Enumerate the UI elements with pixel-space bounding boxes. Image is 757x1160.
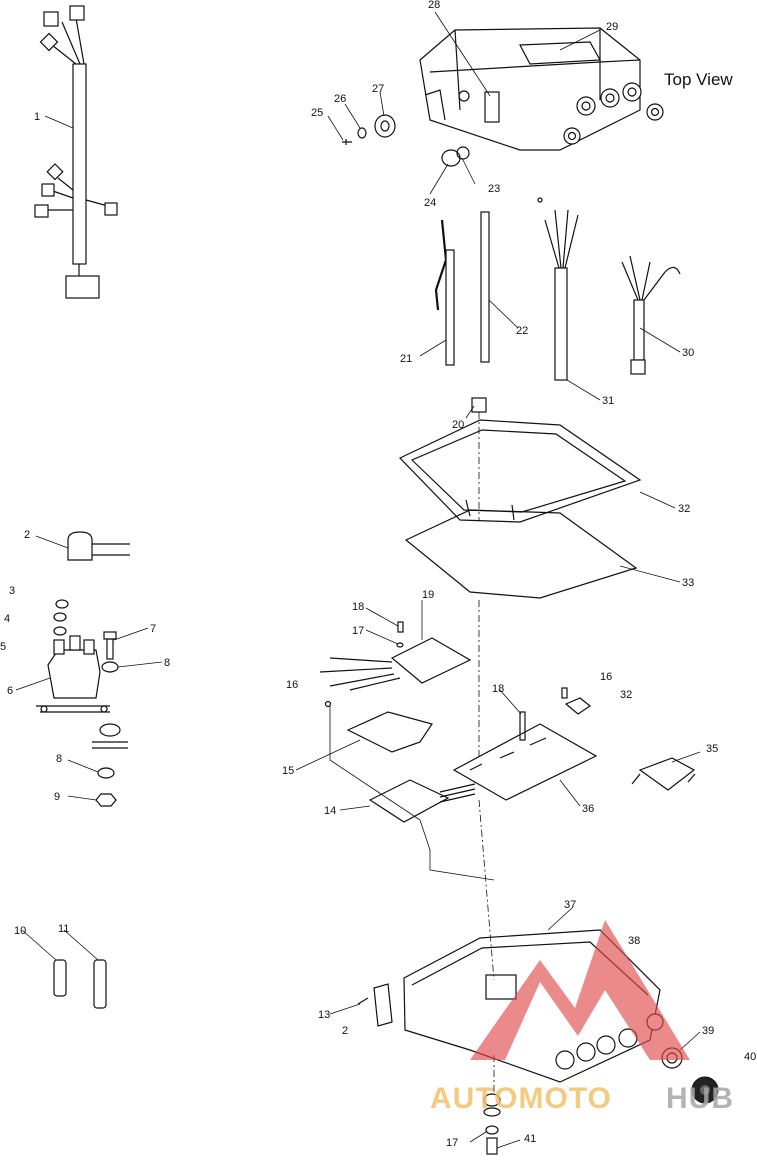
screw-25 [342, 139, 352, 145]
screw-18-upper [397, 621, 404, 633]
watermark-text-auto: AUTOMOTO [430, 1082, 612, 1115]
spacer [92, 723, 128, 749]
part-label-25: 25 [311, 107, 323, 119]
part-label-15: 15 [282, 765, 294, 777]
knob-40 [691, 1076, 719, 1104]
part-label-32-small: 32 [620, 689, 632, 701]
washer-17-bottom [485, 1125, 499, 1135]
part-label-5: 5 [0, 641, 6, 653]
harness-31 [537, 197, 579, 381]
part-label-19: 19 [422, 589, 434, 601]
part-label-14: 14 [324, 805, 336, 817]
automotohub-watermark: AUTOMOTO HUB [430, 920, 734, 1115]
part-label-41: 41 [524, 1133, 536, 1145]
part-label-2-lower: 2 [342, 1025, 348, 1037]
bolt-7 [103, 631, 117, 660]
nut-9 [95, 793, 117, 807]
part-label-3: 3 [9, 585, 15, 597]
top-view-label: Top View [664, 70, 733, 89]
part-label-18-upper: 18 [352, 601, 364, 613]
part-label-13: 13 [318, 1009, 330, 1021]
part-label-36: 36 [582, 803, 594, 815]
fuse-10 [53, 959, 67, 997]
part-label-24: 24 [424, 197, 436, 209]
part-label-23: 23 [488, 183, 500, 195]
part-label-38: 38 [628, 935, 640, 947]
bolt-41 [486, 1137, 498, 1155]
harness-30 [621, 255, 681, 375]
bracket-2-lower [373, 983, 393, 1027]
washer-8-lower [97, 767, 115, 779]
screw-16-left [324, 700, 332, 708]
part-label-9-lower: 9 [54, 791, 60, 803]
watermark-text-hub: HUB [666, 1082, 734, 1115]
part-label-7: 7 [150, 623, 156, 635]
part-label-39: 39 [702, 1025, 714, 1037]
part-label-29: 29 [606, 21, 618, 33]
cover-32 [398, 419, 642, 523]
assembly-centerlines [329, 412, 495, 1095]
module-19 [319, 637, 472, 691]
part-label-1: 1 [34, 111, 40, 123]
relay-35 [631, 757, 696, 791]
ring-23 [456, 146, 470, 160]
leader-lines [15, 11, 701, 1149]
part-label-33: 33 [682, 577, 694, 589]
part-label-4: 4 [4, 613, 10, 625]
top-view-housing [419, 27, 664, 151]
part-label-10: 10 [14, 925, 26, 937]
bracket-15 [346, 711, 433, 753]
grommet-27 [374, 114, 396, 138]
circuit-board-36 [452, 723, 598, 801]
part-label-2: 2 [24, 529, 30, 541]
part-label-30: 30 [682, 347, 694, 359]
clip-13 [357, 997, 369, 1005]
wire-harness-1 [34, 5, 118, 299]
part-label-32: 32 [678, 503, 690, 515]
solenoid-6 [36, 635, 110, 713]
spacer-17-bottom [483, 1093, 501, 1117]
part-label-18-lower: 18 [492, 683, 504, 695]
part-label-17-upper: 17 [352, 625, 364, 637]
washer-4 [53, 612, 67, 622]
cable-22 [480, 211, 490, 363]
part-label-27: 27 [372, 83, 384, 95]
bracket-32-small [564, 697, 592, 715]
part-label-22: 22 [516, 325, 528, 337]
washer-5 [53, 626, 67, 636]
part-label-11: 11 [58, 923, 69, 935]
watermark-logo-icon [470, 920, 690, 1060]
fuse-11 [93, 959, 107, 1009]
nut-3 [55, 599, 69, 609]
part-label-16-left: 16 [286, 679, 298, 691]
part-label-20: 20 [452, 419, 464, 431]
module-14 [368, 779, 476, 823]
part-label-26: 26 [334, 93, 346, 105]
part-label-40: 40 [744, 1051, 756, 1063]
cable-end-2 [67, 531, 130, 561]
part-label-8-lower: 8 [56, 753, 62, 765]
screw-18-lower [519, 711, 526, 741]
part-label-8-upper: 8 [164, 657, 170, 669]
washer-26 [357, 127, 367, 139]
part-label-21: 21 [400, 353, 412, 365]
washer-17-upper [396, 642, 404, 648]
part-label-16-right: 16 [600, 671, 612, 683]
washer-8-upper [101, 661, 119, 673]
spacer-20 [471, 397, 487, 413]
part-label-17-bottom: 17 [446, 1137, 458, 1149]
screw-16-right [561, 687, 568, 699]
gasket-33 [404, 509, 638, 599]
part-label-28: 28 [428, 0, 440, 11]
part-label-6: 6 [7, 685, 13, 697]
part-label-35: 35 [706, 743, 718, 755]
part-label-31: 31 [602, 395, 614, 407]
part-label-37: 37 [564, 899, 576, 911]
cable-21 [434, 219, 455, 366]
